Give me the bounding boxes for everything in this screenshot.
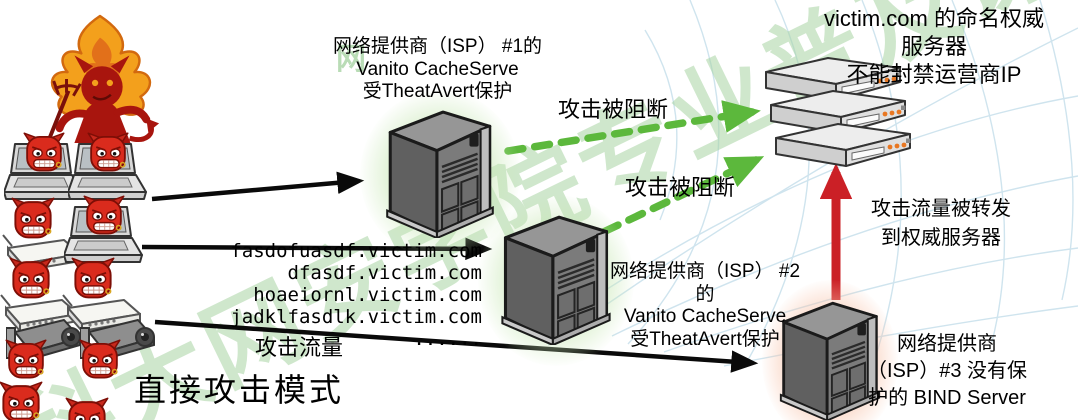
traffic-forwarded-line1: 攻击流量被转发 bbox=[871, 198, 1011, 220]
isp1-label-line1: 网络提供商（ISP） #1的 bbox=[332, 36, 543, 57]
traffic-forwarded-label: 攻击流量被转发 到权威服务器 bbox=[851, 195, 1031, 253]
victim-label-line3: 不能封禁运营商IP bbox=[846, 62, 1022, 87]
victim-label-line2: 服务器 bbox=[900, 34, 967, 59]
query-domain-list: fasdofuasdf.victim.com dfasdf.victim.com… bbox=[198, 240, 482, 350]
devil-bot-icon bbox=[10, 196, 56, 242]
attack-arrow-to-isp3 bbox=[154, 319, 759, 373]
attack-traffic-label: 攻击流量 bbox=[255, 335, 344, 360]
devil-bot-icon bbox=[8, 256, 54, 302]
query-domain: hoaeiornl.victim.com bbox=[253, 284, 482, 306]
isp3-label-line3: 护的 BIND Server bbox=[868, 387, 1026, 409]
devil-bot-icon bbox=[78, 338, 122, 382]
devil-bot-icon bbox=[22, 131, 66, 175]
isp3-label: 网络提供商 （ISP）#3 没有保 护的 BIND Server bbox=[857, 331, 1037, 412]
devil-bot-icon bbox=[70, 256, 116, 302]
devil-master-icon bbox=[10, 14, 190, 149]
attack-blocked-label-2: 攻击被阻断 bbox=[625, 175, 736, 200]
isp2-label-line3: 受TheatAvert保护 bbox=[630, 328, 780, 350]
victim-label-line1: victim.com 的命名权威 bbox=[823, 6, 1044, 31]
botnet-bot-router bbox=[56, 398, 142, 420]
authoritative-server-label: victim.com 的命名权威 服务器 不能封禁运营商IP bbox=[790, 5, 1078, 89]
query-domain: jadklfasdlk.victim.com bbox=[230, 306, 482, 328]
isp2-label: 网络提供商（ISP） #2的 Vanito CacheServe 受TheatA… bbox=[602, 261, 808, 351]
isp3-bind-server-icon bbox=[762, 280, 898, 420]
attack-blocked-label-1: 攻击被阻断 bbox=[558, 97, 669, 122]
isp1-label: 网络提供商（ISP） #1的 Vanito CacheServe 受TheatA… bbox=[320, 36, 555, 104]
devil-bot-icon bbox=[0, 380, 44, 420]
traffic-forwarded-line2: 到权威服务器 bbox=[881, 227, 1001, 249]
diagram-title: 直接攻击模式 bbox=[134, 372, 345, 408]
devil-bot-icon bbox=[86, 131, 130, 175]
isp3-label-line2: （ISP）#3 没有保 bbox=[866, 360, 1028, 382]
isp1-cache-server-icon bbox=[360, 90, 520, 259]
query-domain-ellipsis: ...... bbox=[413, 328, 482, 350]
isp2-label-line1: 网络提供商（ISP） #2的 bbox=[609, 261, 801, 305]
isp1-label-line2: Vanito CacheServe bbox=[356, 58, 519, 80]
isp2-cache-server-icon bbox=[478, 195, 634, 366]
query-domain: fasdofuasdf.victim.com bbox=[230, 240, 482, 262]
devil-bot-icon bbox=[82, 194, 126, 238]
devil-bot-icon bbox=[4, 338, 48, 382]
isp3-label-line1: 网络提供商 bbox=[897, 333, 997, 355]
devil-bot-icon bbox=[64, 396, 110, 420]
attack-arrow-to-isp1 bbox=[151, 171, 365, 202]
isp1-label-line3: 受TheatAvert保护 bbox=[362, 81, 513, 102]
blocked-arrow-isp1 bbox=[504, 100, 761, 155]
isp2-label-line2: Vanito CacheServe bbox=[623, 306, 787, 327]
query-domain: dfasdf.victim.com bbox=[287, 262, 482, 284]
